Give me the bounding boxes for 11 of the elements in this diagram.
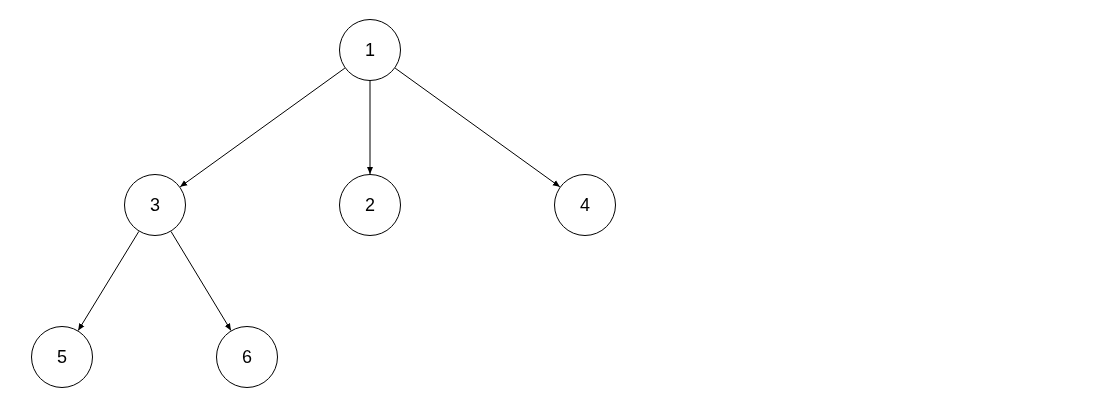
arrow [179,67,346,188]
node-number: 3 [150,194,160,216]
node-number: 6 [242,346,252,368]
node-number: 5 [57,346,67,368]
arrow [170,231,232,331]
arrow [367,80,373,175]
node-number: 4 [580,194,590,216]
arrow [394,67,561,188]
node-number: 1 [365,39,375,61]
node-number: 2 [365,194,375,216]
arrow [77,230,140,332]
